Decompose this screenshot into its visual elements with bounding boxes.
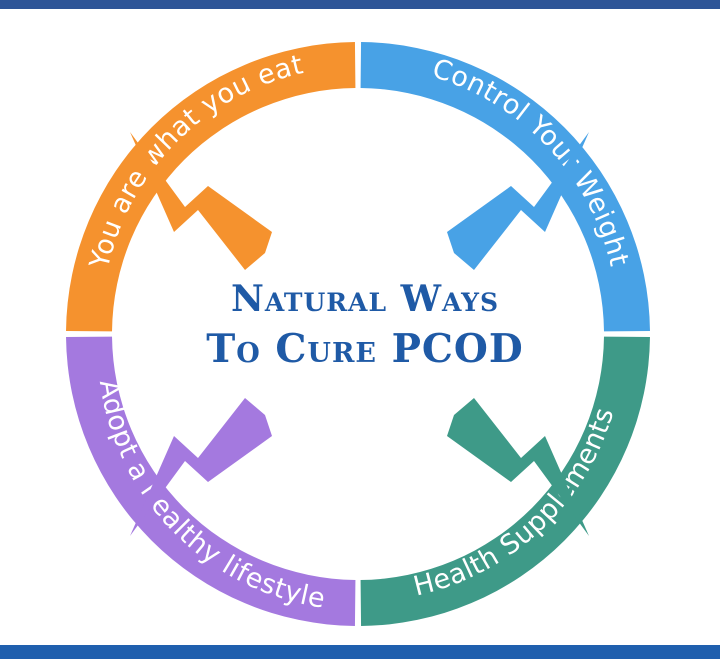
arrow-top-left (130, 132, 272, 270)
segment-arc-bottom-right (360, 336, 650, 626)
segment-arc-top-right (360, 42, 650, 332)
top-border-bar (0, 0, 720, 9)
bottom-border-bar (0, 645, 720, 659)
segment-arc-top-left (66, 42, 356, 332)
segment-arc-bottom-left (66, 336, 356, 626)
segment-bottom-right: Health Supplements (360, 336, 650, 626)
segment-label-top-left: You are what you eat (84, 49, 306, 272)
diagram-title-line-2: To Cure PCOD (206, 326, 524, 372)
arrow-bottom-right (447, 398, 589, 536)
arrow-bottom-left (130, 398, 272, 536)
arrows (130, 132, 589, 536)
arrow-top-right (447, 132, 589, 270)
segment-bottom-left: Adopt a healthy lifestyle (66, 336, 356, 626)
svg-text:You are what you eat: You are what you eat (84, 49, 306, 272)
diagram-title-line-1: Natural Ways (230, 278, 500, 320)
